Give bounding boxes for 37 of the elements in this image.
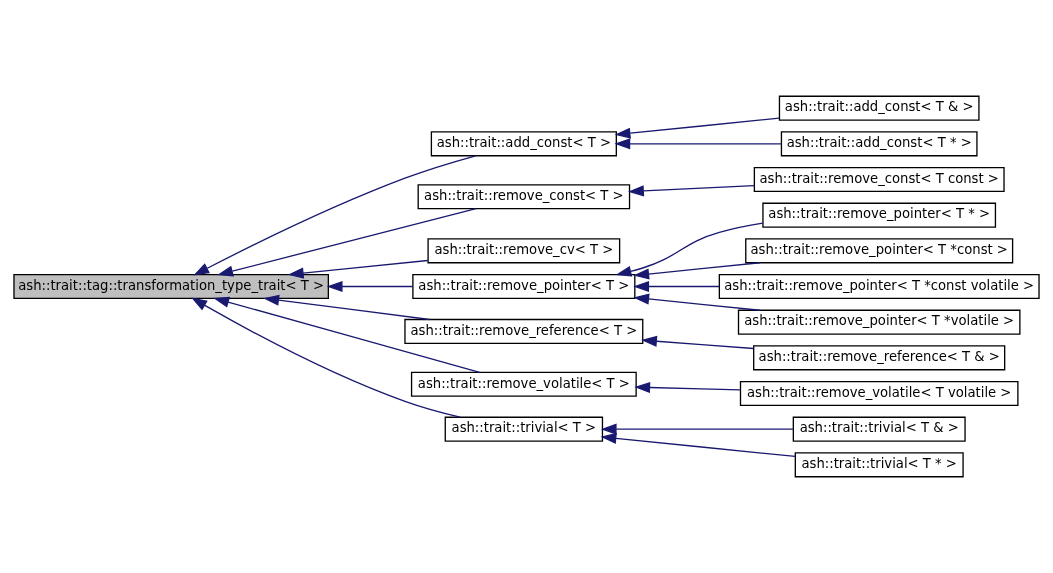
arrow xyxy=(217,207,477,277)
node-box: ash::trait::remove_cv< T > xyxy=(427,238,621,264)
arrow xyxy=(326,280,414,293)
arrow xyxy=(600,423,794,435)
arrow xyxy=(614,117,780,139)
node-box: ash::trait::remove_pointer< T * > xyxy=(762,202,997,228)
arrow xyxy=(213,296,481,373)
node-box: ash::trait::remove_volatile< T volatile > xyxy=(739,380,1019,407)
arrow xyxy=(614,138,782,150)
arrow xyxy=(633,280,720,293)
arrow xyxy=(633,262,761,280)
node-box: ash::trait::remove_pointer< T > xyxy=(412,273,636,300)
node-box: ash::trait::trivial< T * > xyxy=(794,452,964,478)
arrow xyxy=(615,222,764,277)
node-box: ash::trait::trivial< T & > xyxy=(792,416,966,442)
node-box: ash::trait::remove_pointer< T *const > xyxy=(745,238,1014,264)
node-box: ash::trait::remove_pointer< T *const volatile > xyxy=(718,273,1040,300)
node-box: ash::trait::add_const< T > xyxy=(430,131,617,157)
arrow xyxy=(633,293,761,311)
arrow xyxy=(634,381,741,394)
node-box: ash::trait::remove_const< T const > xyxy=(753,166,1005,193)
arrow xyxy=(641,335,755,350)
arrow xyxy=(628,184,755,197)
node-box: ash::trait::remove_reference< T & > xyxy=(753,345,1006,371)
arrow xyxy=(600,432,796,458)
node-box: ash::trait::add_const< T & > xyxy=(778,95,980,121)
node-box: ash::trait::tag::transformation_type_trait< T > xyxy=(13,273,330,300)
node-box: ash::trait::remove_const< T > xyxy=(417,184,631,210)
node-box: ash::trait::trivial< T > xyxy=(444,416,604,442)
arrow xyxy=(193,155,477,276)
node-box: ash::trait::remove_pointer< T *volatile > xyxy=(737,309,1021,335)
node-box: ash::trait::remove_reference< T > xyxy=(404,318,644,344)
arrow xyxy=(287,259,429,279)
arrow xyxy=(191,297,461,418)
node-box: ash::trait::remove_volatile< T > xyxy=(410,371,637,397)
node-box: ash::trait::add_const< T * > xyxy=(780,131,978,157)
arrow xyxy=(263,294,431,321)
